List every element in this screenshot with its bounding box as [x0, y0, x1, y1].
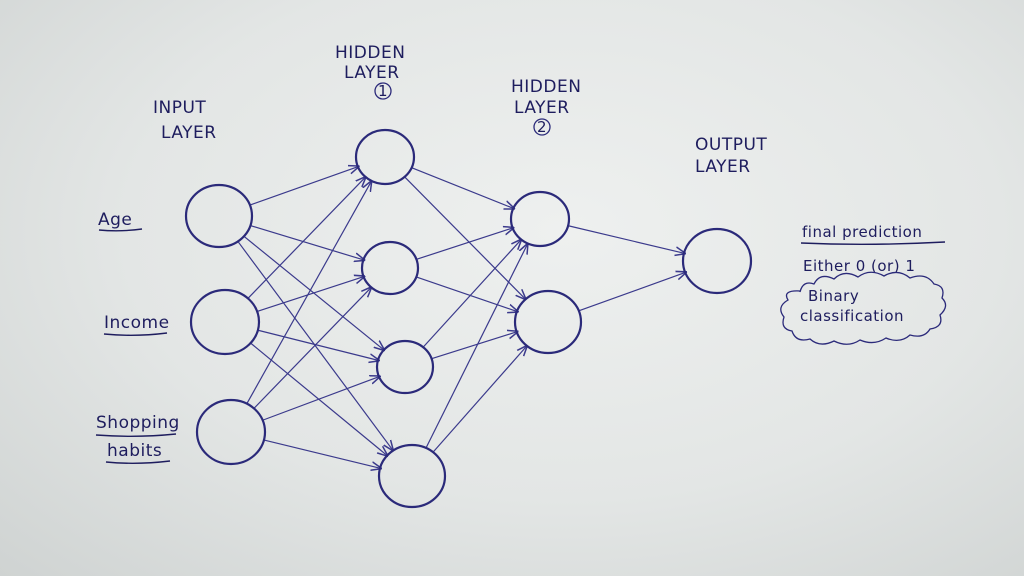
edge-input2-to-hidden13: [256, 329, 379, 361]
hidden2-neuron-2: [513, 289, 583, 355]
note-final-prediction: final prediction: [802, 223, 922, 241]
edge-input2-to-hidden12: [256, 276, 364, 313]
feature-habits-label: habits: [107, 441, 162, 461]
hidden1-neuron-3: [375, 339, 435, 395]
edge-hidden11-to-hidden22: [404, 176, 526, 299]
edge-hidden13-to-hidden22: [430, 332, 518, 360]
edge-hidden11-to-hidden21: [410, 166, 514, 208]
edge-hidden21-to-output1: [567, 224, 685, 254]
hidden-layer-1-title: HIDDEN LAYER 1: [335, 43, 405, 100]
output-layer-title: OUTPUT LAYER: [695, 135, 767, 177]
input-neuron-3: [195, 398, 267, 466]
hidden1-neuron-4: [377, 443, 447, 509]
input-layer-title: INPUT LAYER: [153, 98, 217, 143]
edge-input3-to-hidden13: [261, 376, 380, 422]
note-classification: classification: [800, 307, 904, 325]
edge-hidden22-to-output1: [577, 272, 686, 312]
note-cloud-outline: [780, 271, 947, 345]
edge-input1-to-hidden11: [248, 166, 358, 206]
edge-hidden12-to-hidden21: [415, 228, 514, 261]
hidden2-neuron-1: [509, 190, 571, 248]
feature-age: Age: [98, 210, 143, 232]
edge-hidden12-to-hidden22: [415, 276, 518, 312]
edge-input1-to-hidden14: [237, 241, 393, 451]
edge-input3-to-hidden11: [246, 181, 371, 404]
input-layer-title-line2: LAYER: [161, 123, 217, 143]
hidden1-neuron-2: [360, 240, 420, 296]
hidden-layer-1-number-circle: [374, 82, 392, 100]
edge-input2-to-hidden11: [247, 177, 366, 299]
edge-hidden14-to-hidden22: [432, 346, 527, 453]
hidden-layer-1-title-line1: HIDDEN: [335, 43, 405, 63]
connections: [237, 166, 686, 469]
feature-income-underline: [103, 332, 168, 336]
input-layer-title-line1: INPUT: [153, 98, 206, 118]
edge-input3-to-hidden12: [253, 287, 371, 409]
input-neuron-2: [189, 288, 261, 356]
feature-income-label: Income: [104, 313, 170, 333]
hidden-layer-2-title-line1: HIDDEN: [511, 77, 581, 97]
input-neuron-1: [184, 183, 254, 249]
hidden-layer-2-title: HIDDEN LAYER 2: [511, 77, 581, 136]
edge-hidden13-to-hidden21: [422, 240, 521, 348]
hidden-layer-1-title-line2: LAYER: [344, 63, 400, 83]
note-binary: Binary: [808, 287, 859, 305]
feature-shopping-label: Shopping: [96, 413, 180, 433]
output-layer-title-line2: LAYER: [695, 157, 751, 177]
feature-shopping-habits: Shopping habits: [95, 413, 180, 464]
note-final-prediction-underline: [800, 241, 946, 245]
hidden-layer-2-number: 2: [537, 118, 547, 136]
feature-income: Income: [103, 313, 170, 336]
feature-age-underline: [98, 228, 143, 232]
output-layer-title-line1: OUTPUT: [695, 135, 767, 155]
output-note: final prediction Either 0 (or) 1 Binary …: [780, 223, 947, 345]
note-either-0-or-1: Either 0 (or) 1: [803, 257, 915, 275]
feature-habits-underline: [105, 460, 171, 464]
feature-shopping-underline: [95, 433, 177, 437]
hidden-layer-2-number-circle: [533, 118, 551, 136]
hidden-layer-1-number: 1: [378, 82, 388, 100]
hidden1-neuron-1: [354, 128, 416, 186]
edge-input1-to-hidden12: [249, 224, 365, 260]
neurons: [184, 128, 753, 509]
feature-age-label: Age: [98, 210, 132, 230]
hidden-layer-2-title-line2: LAYER: [514, 98, 570, 118]
edge-hidden14-to-hidden21: [425, 244, 527, 448]
edge-input3-to-hidden14: [262, 439, 381, 469]
output-neuron-1: [681, 227, 753, 295]
